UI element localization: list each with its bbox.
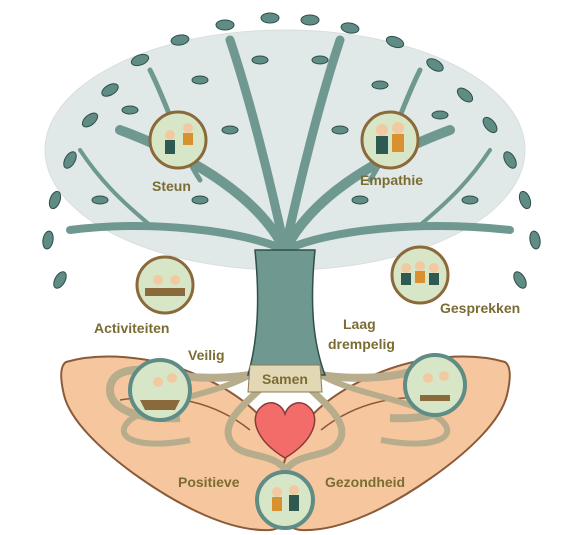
medallion-gesprekken-icon bbox=[392, 247, 448, 303]
label-activiteiten: Activiteiten bbox=[94, 320, 169, 336]
medallion-activiteiten-icon bbox=[137, 257, 193, 313]
label-steun: Steun bbox=[152, 178, 191, 194]
trunk-icon bbox=[248, 250, 325, 375]
medallion-laagdrempelig-icon bbox=[405, 355, 465, 415]
medallion-positieve-gezondheid-icon bbox=[257, 472, 313, 528]
label-samen: Samen bbox=[262, 371, 308, 387]
label-positieve: Positieve bbox=[178, 474, 239, 490]
label-gesprekken: Gesprekken bbox=[440, 300, 520, 316]
medallion-steun-icon bbox=[150, 112, 206, 168]
label-empathie: Empathie bbox=[360, 172, 423, 188]
medallion-empathie-icon bbox=[362, 112, 418, 168]
label-laag: Laag bbox=[343, 316, 376, 332]
medallion-veilig-icon bbox=[130, 360, 190, 420]
label-veilig: Veilig bbox=[188, 347, 225, 363]
label-gezondheid: Gezondheid bbox=[325, 474, 405, 490]
label-drempelig: drempelig bbox=[328, 336, 395, 352]
